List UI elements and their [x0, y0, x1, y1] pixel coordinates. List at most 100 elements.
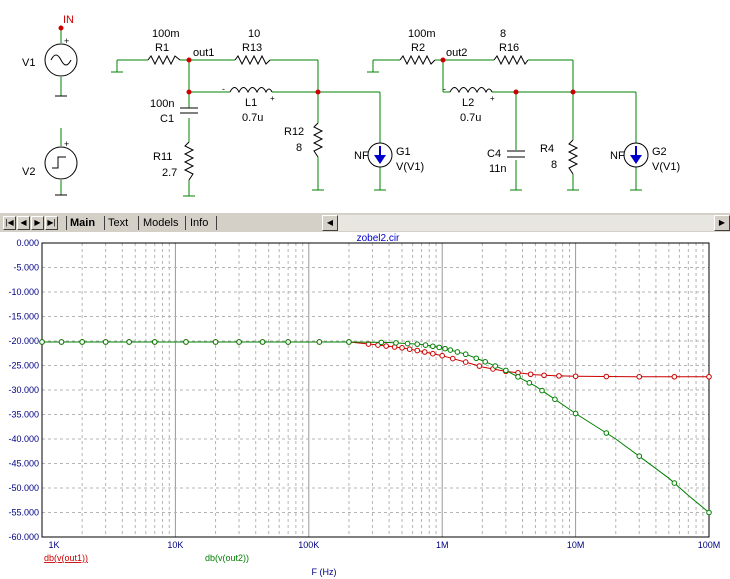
r12-symbol[interactable] — [312, 122, 324, 158]
schematic-canvas[interactable]: + + - + - + IN V1 — [0, 0, 730, 212]
g2-expr: V(V1) — [652, 161, 680, 173]
bode-plot[interactable]: zobel2.cir 0.000-5.000-10.000-15.000-20.… — [0, 232, 730, 579]
v2-source-symbol[interactable]: + — [44, 139, 78, 180]
series-marker — [572, 410, 579, 417]
series-marker — [346, 339, 352, 345]
series-marker — [706, 509, 712, 516]
r4-symbol[interactable] — [567, 139, 579, 175]
x-tick-label: 1M — [436, 540, 449, 550]
series-marker — [285, 339, 291, 345]
tab-models[interactable]: Models — [143, 217, 179, 229]
series-marker — [526, 380, 533, 386]
series-marker — [636, 373, 643, 380]
r13-value: 10 — [248, 28, 260, 40]
series-marker — [422, 342, 429, 348]
r2-value: 100m — [408, 28, 436, 40]
prev-tab-button[interactable]: ◀ — [17, 216, 30, 230]
y-tick-label: -30.000 — [8, 385, 39, 395]
legend-out2[interactable]: db(v(out2)) — [205, 553, 249, 563]
series-marker — [126, 339, 132, 345]
series-marker — [151, 339, 158, 345]
g1-expr: V(V1) — [396, 161, 424, 173]
chart-filename: zobel2.cir — [357, 233, 400, 244]
series-marker — [383, 343, 389, 349]
y-tick-label: -35.000 — [8, 410, 39, 420]
g2-flag: NF — [610, 150, 625, 162]
series-marker — [603, 373, 610, 380]
r13-symbol[interactable] — [234, 54, 271, 66]
v1-source-symbol[interactable]: + — [44, 36, 78, 77]
x-tick-label: 100K — [298, 540, 319, 550]
y-tick-label: -10.000 — [8, 287, 39, 297]
c1-symbol[interactable] — [180, 107, 198, 114]
series-marker — [636, 453, 643, 459]
series-marker — [476, 363, 483, 369]
tab-main[interactable]: Main — [70, 217, 96, 229]
l1-label: L1 — [245, 97, 257, 109]
y-tick-label: -50.000 — [8, 483, 39, 493]
series-marker — [482, 358, 488, 365]
out2-net-label: out2 — [446, 47, 467, 59]
r16-symbol[interactable] — [493, 54, 529, 66]
r4-label: R4 — [540, 143, 554, 155]
series-marker — [102, 339, 109, 345]
series-marker — [556, 373, 562, 379]
last-tab-button[interactable]: ▶| — [45, 216, 58, 230]
tab-bar: |◀ ◀ ▶ ▶| Main Text Models Info ◀ ▶ — [0, 212, 730, 234]
series-marker — [421, 349, 428, 355]
y-tick-label: -40.000 — [8, 434, 39, 444]
l1-symbol[interactable] — [229, 87, 273, 94]
g1-source-symbol[interactable] — [367, 142, 393, 168]
series-marker — [429, 343, 436, 350]
legend-out1[interactable]: db(v(out1)) — [44, 553, 88, 563]
c4-label: C4 — [487, 148, 501, 160]
series-marker — [527, 371, 534, 378]
r2-symbol[interactable] — [399, 54, 436, 66]
y-tick-label: -20.000 — [8, 336, 39, 346]
x-tick-label: 100M — [698, 540, 721, 550]
tab-text[interactable]: Text — [108, 217, 129, 229]
series-marker — [183, 339, 189, 345]
r11-value: 2.7 — [162, 167, 177, 179]
next-tab-button[interactable]: ▶ — [31, 216, 44, 230]
l2-minus-mark: - — [443, 84, 446, 94]
series-marker — [236, 339, 242, 345]
tab-separator — [66, 216, 67, 230]
tab-separator — [185, 216, 186, 230]
r16-value: 8 — [500, 28, 506, 40]
y-tick-label: 0.000 — [16, 238, 39, 248]
r1-symbol[interactable] — [147, 54, 181, 66]
series-marker — [541, 372, 547, 379]
r11-symbol[interactable] — [183, 141, 195, 181]
series-marker — [454, 349, 461, 355]
first-tab-button[interactable]: |◀ — [3, 216, 16, 230]
series-marker — [406, 346, 413, 352]
l2-symbol[interactable] — [449, 87, 493, 94]
in-net-label: IN — [63, 14, 74, 26]
series-marker — [414, 341, 421, 347]
series-marker — [671, 480, 678, 486]
l1-value: 0.7u — [242, 112, 263, 124]
x-axis-label: F (Hz) — [312, 567, 337, 577]
series-marker — [393, 340, 399, 346]
series-marker — [365, 341, 372, 347]
plot-frame — [41, 242, 710, 538]
scroll-left-arrow-icon[interactable]: ◀ — [322, 215, 338, 231]
series-marker — [58, 339, 65, 345]
horizontal-scrollbar[interactable]: ◀ ▶ — [322, 215, 730, 231]
series-lines — [39, 339, 712, 516]
tab-info[interactable]: Info — [190, 217, 209, 229]
scroll-right-arrow-icon[interactable]: ▶ — [714, 215, 730, 231]
y-tick-labels: 0.000-5.000-10.000-15.000-20.000-25.000-… — [8, 238, 39, 542]
series-marker — [603, 430, 610, 436]
in-node-dot — [58, 25, 64, 31]
series-marker — [442, 345, 448, 352]
r12-value: 8 — [296, 142, 302, 154]
c4-symbol[interactable] — [507, 150, 525, 158]
series-marker — [39, 339, 45, 345]
out1-net-label: out1 — [193, 47, 214, 59]
r11-label: R11 — [153, 151, 172, 163]
y-tick-label: -5.000 — [13, 263, 39, 273]
g2-source-symbol[interactable] — [623, 142, 649, 168]
svg-text:+: + — [64, 36, 69, 46]
